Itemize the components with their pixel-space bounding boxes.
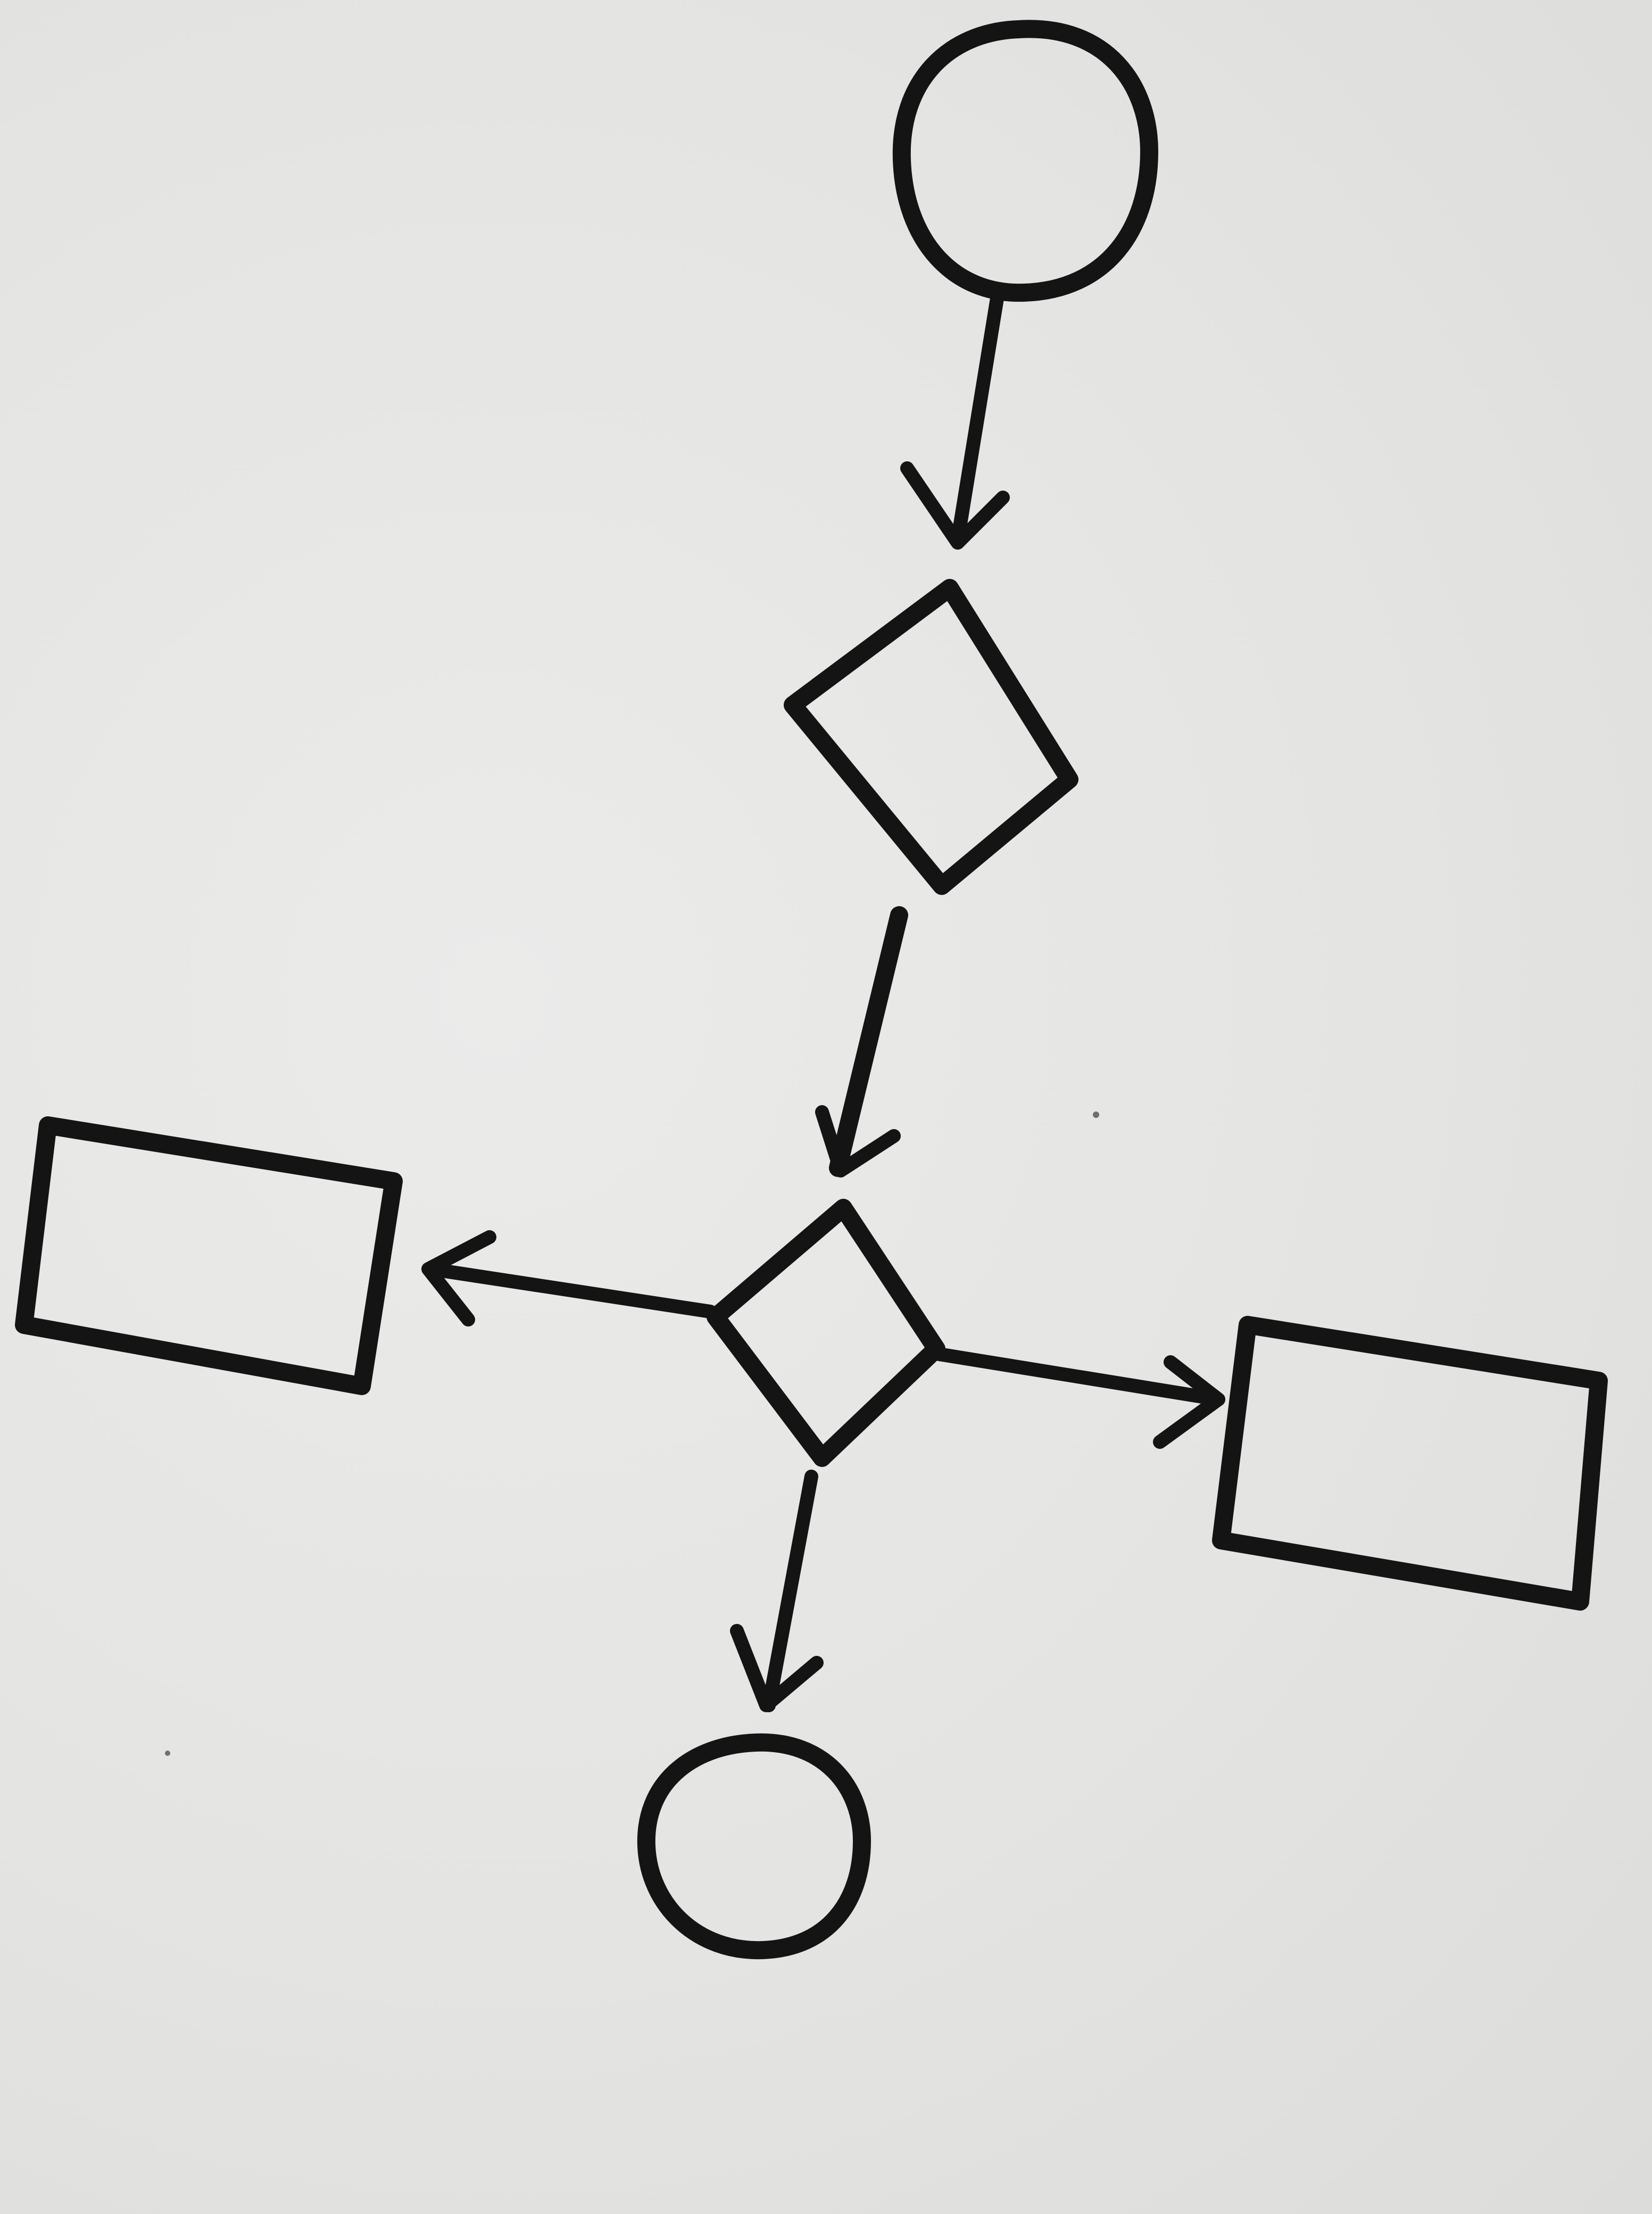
edge-start-to-step-1 — [900, 288, 1010, 550]
node-step-1-diamond — [784, 579, 1078, 895]
paper-texture-specks — [165, 1112, 1099, 1756]
edge-branch-to-end — [730, 1470, 824, 1712]
node-left-box-rectangle — [15, 1116, 403, 1395]
node-start-circle — [892, 20, 1158, 302]
node-right-box-rectangle — [1212, 1316, 1608, 1611]
node-branch-diamond — [707, 1199, 945, 1467]
edge-branch-to-left-box — [421, 1230, 717, 1326]
node-end-circle — [637, 1733, 871, 1960]
edge-step-1-to-branch — [815, 906, 908, 1178]
edge-branch-to-right-box — [932, 1347, 1225, 1449]
